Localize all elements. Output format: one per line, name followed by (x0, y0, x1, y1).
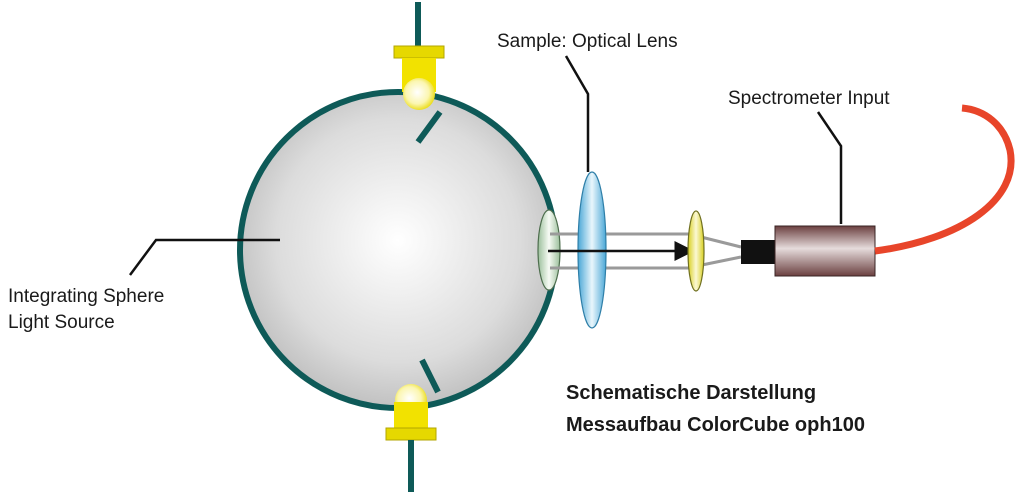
top-baffle (415, 110, 443, 144)
sphere-leader-line (128, 238, 280, 276)
bottom-lamp (385, 384, 437, 492)
sample-leader-line (564, 55, 590, 172)
top-lamp (393, 2, 445, 110)
bottom-baffle (419, 358, 441, 394)
label-sphere-line2: Light Source (8, 312, 115, 333)
label-sphere-line1: Integrating Sphere (8, 286, 164, 307)
label-sample: Sample: Optical Lens (497, 31, 678, 52)
integrating-sphere (237, 89, 559, 411)
light-beams (550, 232, 742, 270)
focusing-lens (687, 210, 705, 292)
fiber-cable (874, 104, 1015, 255)
caption-line2: Messaufbau ColorCube oph100 (566, 414, 865, 436)
caption-line1: Schematische Darstellung (566, 382, 816, 404)
label-spectrometer: Spectrometer Input (728, 88, 890, 109)
spectrometer-leader-line (816, 111, 843, 224)
spectrometer-input (741, 225, 876, 277)
